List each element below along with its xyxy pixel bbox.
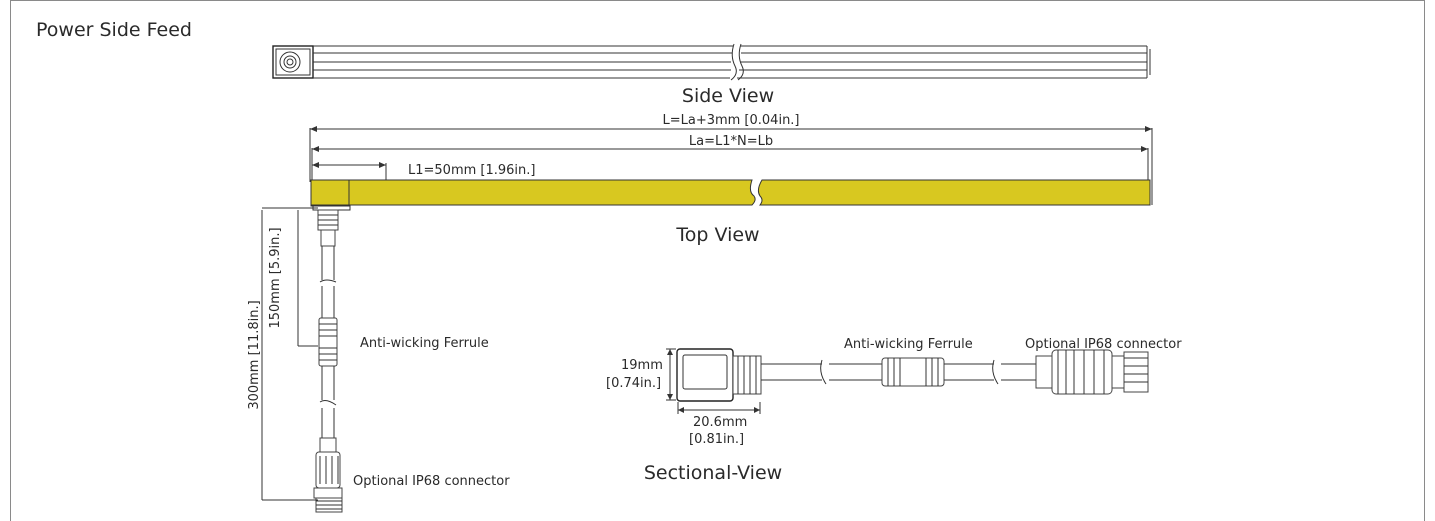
drawing-title: Power Side Feed — [36, 19, 192, 41]
cable-dimensions — [261, 207, 318, 501]
dimension-lines — [309, 126, 1153, 205]
top-view-strip — [310, 179, 1151, 211]
width-in-dim: [0.81in.] — [689, 432, 744, 447]
sectional-view-drawing — [666, 348, 1149, 414]
cable-short-dim: 150mm [5.9in.] — [268, 227, 283, 328]
drawing-frame — [10, 0, 1425, 521]
height-in-dim: [0.74in.] — [606, 376, 661, 391]
section-connector-label: Optional IP68 connector — [1025, 337, 1182, 352]
feed-cable — [313, 209, 343, 513]
height-mm-dim: 19mm — [621, 358, 663, 373]
ferrule-label: Anti-wicking Ferrule — [360, 336, 489, 351]
unit-length-dim: L1=50mm [1.96in.] — [408, 163, 535, 178]
active-length-dim: La=L1*N=Lb — [689, 134, 773, 149]
side-view-profile — [272, 43, 1151, 81]
sectional-view-title: Sectional-View — [644, 462, 782, 484]
cable-long-dim: 300mm [11.8in.] — [247, 300, 262, 409]
top-view-title: Top View — [675, 224, 759, 246]
total-length-dim: L=La+3mm [0.04in.] — [662, 113, 799, 128]
section-ferrule-label: Anti-wicking Ferrule — [844, 337, 973, 352]
side-view-title: Side View — [682, 85, 774, 107]
connector-label: Optional IP68 connector — [353, 474, 510, 489]
width-mm-dim: 20.6mm — [693, 415, 747, 430]
